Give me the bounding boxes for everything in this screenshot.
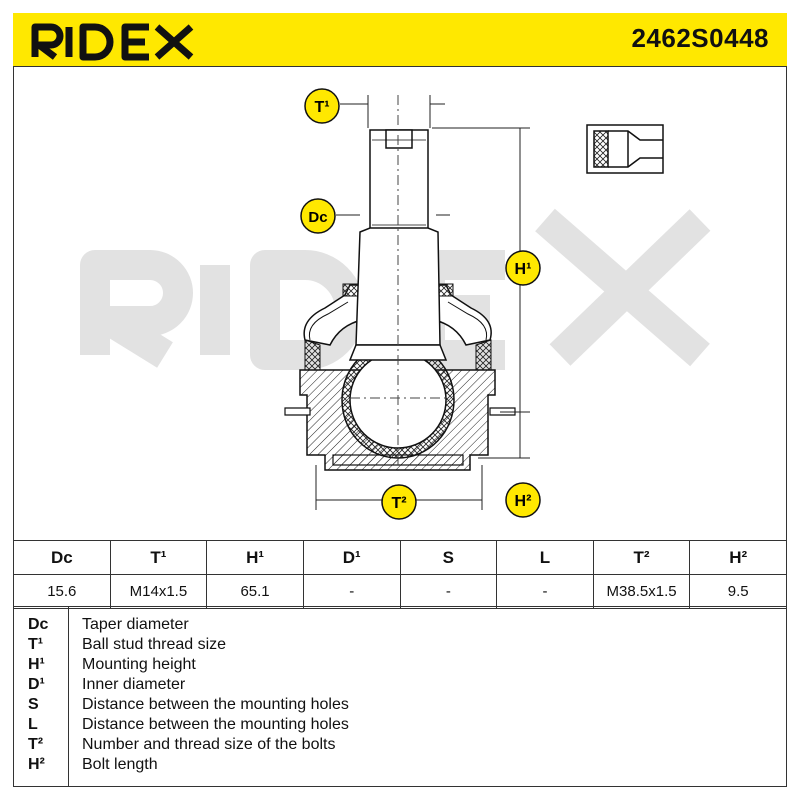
rubber-boot	[303, 283, 492, 371]
legend-desc: Distance between the mounting holes	[82, 716, 349, 733]
ball-joint-diagram: T¹ Dc H¹ T² H²	[80, 88, 711, 520]
legend: Dc Taper diameter T¹ Ball stud thread si…	[28, 615, 768, 775]
legend-desc: Bolt length	[82, 756, 158, 773]
svg-text:Dc: Dc	[308, 209, 327, 226]
legend-item: Dc Taper diameter	[28, 615, 768, 635]
legend-desc: Mounting height	[82, 656, 196, 673]
spec-table: Dc T¹ H¹ D¹ S L T² H² 15.6 M14x1.5 65.1 …	[13, 540, 787, 609]
callout-h2: H²	[505, 482, 541, 518]
svg-text:T²: T²	[391, 495, 406, 512]
callout-dc: Dc	[300, 198, 336, 234]
callout-t1: T¹	[304, 88, 340, 124]
spec-value-row: 15.6 M14x1.5 65.1 - - - M38.5x1.5 9.5	[13, 574, 787, 609]
ball-stud	[348, 129, 448, 361]
spec-header: Dc	[13, 540, 111, 575]
legend-divider	[13, 606, 787, 607]
callout-t2: T²	[381, 484, 417, 520]
legend-item: H² Bolt length	[28, 755, 768, 775]
callout-h1: H¹	[505, 250, 541, 286]
spec-header: S	[399, 540, 498, 575]
legend-key: S	[28, 696, 39, 713]
legend-desc: Ball stud thread size	[82, 636, 227, 653]
spec-value: 65.1	[206, 574, 304, 609]
spec-header: H²	[689, 540, 787, 575]
legend-item: T² Number and thread size of the bolts	[28, 735, 768, 755]
legend-desc: Distance between the mounting holes	[82, 696, 349, 713]
spec-value: M14x1.5	[109, 574, 208, 609]
part-number: 2462S0448	[631, 23, 769, 53]
legend-item: S Distance between the mounting holes	[28, 695, 768, 715]
legend-column-divider	[68, 606, 69, 786]
spec-header: T²	[592, 540, 691, 575]
legend-key: Dc	[28, 616, 49, 633]
spec-header: T¹	[109, 540, 208, 575]
svg-text:H²: H²	[515, 493, 532, 510]
spec-value: -	[399, 574, 498, 609]
spec-value: M38.5x1.5	[592, 574, 691, 609]
legend-item: L Distance between the mounting holes	[28, 715, 768, 735]
svg-text:T¹: T¹	[314, 99, 329, 116]
legend-item: T¹ Ball stud thread size	[28, 635, 768, 655]
legend-key: H¹	[28, 656, 45, 673]
legend-desc: Inner diameter	[82, 676, 186, 693]
header-bar: 2462S0448	[13, 13, 787, 67]
legend-key: H²	[28, 756, 45, 773]
spec-header: D¹	[302, 540, 401, 575]
spec-value: 9.5	[689, 574, 787, 609]
legend-desc: Taper diameter	[82, 616, 189, 633]
spec-header: L	[496, 540, 594, 575]
spec-header: H¹	[206, 540, 304, 575]
legend-key: T²	[28, 736, 44, 753]
legend-desc: Number and thread size of the bolts	[82, 736, 336, 753]
spec-value: -	[302, 574, 401, 609]
stud-end-view	[586, 124, 664, 174]
ridex-logo	[31, 23, 194, 61]
legend-item: D¹ Inner diameter	[28, 675, 768, 695]
legend-key: D¹	[28, 676, 45, 693]
legend-key: T¹	[28, 636, 44, 653]
legend-key: L	[28, 716, 38, 733]
legend-item: H¹ Mounting height	[28, 655, 768, 675]
spec-value: -	[496, 574, 594, 609]
svg-text:H¹: H¹	[515, 261, 532, 278]
spec-value: 15.6	[13, 574, 111, 609]
spec-header-row: Dc T¹ H¹ D¹ S L T² H²	[13, 540, 787, 575]
